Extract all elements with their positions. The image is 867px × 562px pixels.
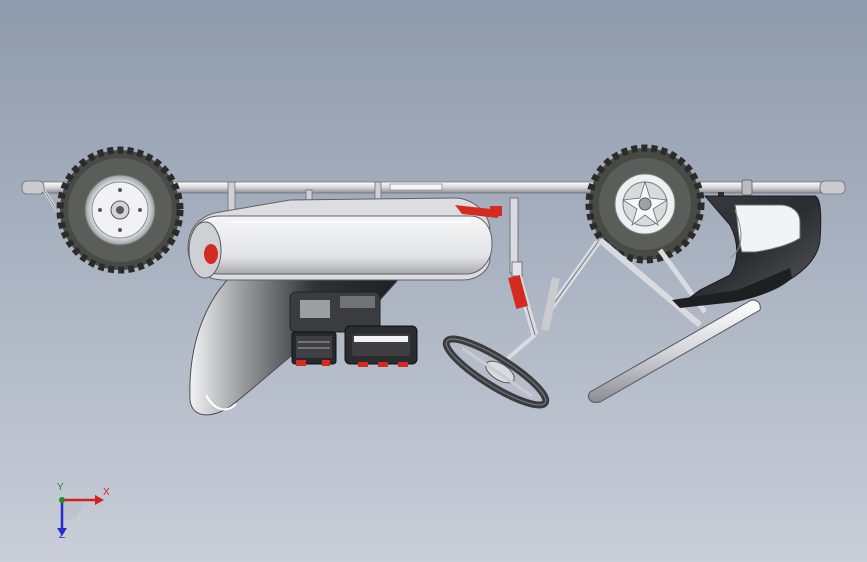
orientation-triad: X Y Z bbox=[40, 478, 120, 548]
front-nose[interactable] bbox=[672, 195, 822, 308]
y-axis-label: Y bbox=[57, 482, 64, 493]
engine[interactable] bbox=[289, 291, 381, 366]
front-wheel[interactable] bbox=[585, 144, 705, 264]
fuel-tank[interactable] bbox=[344, 325, 418, 367]
rear-subframe bbox=[42, 189, 60, 213]
triad-axes-icon bbox=[57, 495, 104, 536]
x-axis-label: X bbox=[103, 487, 110, 498]
rear-wheel[interactable] bbox=[56, 146, 184, 274]
steering-wheel[interactable] bbox=[439, 329, 552, 414]
z-axis-label: Z bbox=[59, 530, 66, 541]
steering-column[interactable] bbox=[504, 240, 601, 362]
seat[interactable] bbox=[187, 197, 493, 281]
